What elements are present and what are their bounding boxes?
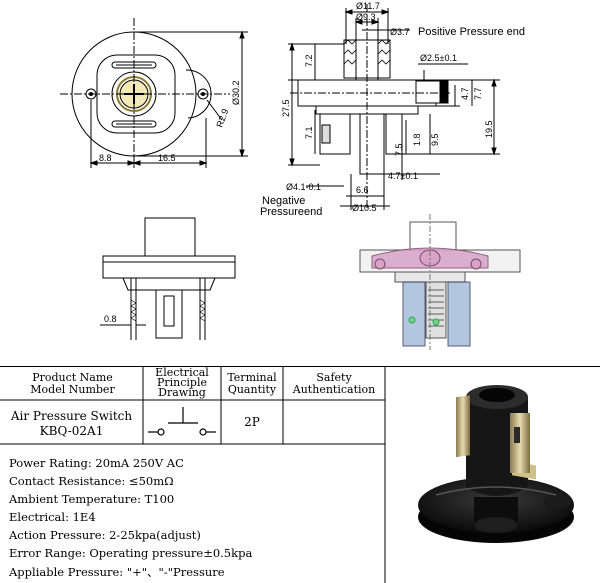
negative-pressure-label-2: Pressureend	[260, 206, 322, 218]
header-safety-line1: Safety	[316, 371, 352, 384]
dim-7-7: 7.7	[473, 87, 483, 100]
dim-19-5: 19.5	[484, 120, 494, 138]
spec-power-rating: Power Rating: 20mA 250V AC	[9, 456, 184, 470]
dim-4-7-tol: 4.7±0.1	[388, 171, 418, 181]
product-photo	[418, 385, 574, 543]
dim-dia-4-1: Ø4.1-0.1	[286, 182, 321, 192]
model-number: KBQ-02A1	[39, 424, 104, 438]
dim-7-1: 7.1	[304, 126, 314, 139]
positive-pressure-label: Positive Pressure end	[418, 26, 525, 38]
header-product-line2: Model Number	[30, 383, 115, 396]
header-safety-line2: Authentication	[292, 383, 376, 396]
dim-0-8: 0.8	[104, 314, 117, 324]
header-elec-line2: Principle	[156, 376, 207, 389]
dim-dia-9-3: Ø9.3	[356, 12, 376, 22]
header-electrical-principle: Electrical Principle Drawing	[144, 366, 220, 399]
header-product-line1: Product Name	[32, 371, 113, 384]
switch-symbol	[148, 407, 216, 436]
dim-16-5: 16.5	[158, 153, 176, 163]
dim-r2-9: R2.9	[214, 107, 230, 128]
spec-appliable-pressure: Appliable Pressure: "+"、"-"Pressure	[9, 565, 225, 579]
dim-dia-10-5: Ø10.5	[352, 203, 377, 213]
header-elec-line3: Drawing	[158, 386, 206, 399]
dim-dia-2-5: Ø2.5±0.1	[420, 53, 457, 63]
header-terminal-line1: Terminal	[227, 371, 277, 384]
dim-7-5: 7.5	[394, 143, 404, 156]
dim-1-8: 1.8	[412, 133, 422, 146]
dim-6-6: 6.6	[356, 185, 369, 195]
section-view	[359, 214, 521, 350]
spec-action-pressure: Action Pressure: 2-25kpa(adjust)	[9, 528, 201, 542]
dim-dia-30-2: Ø30.2	[231, 80, 241, 105]
dim-dia-11-7: Ø11.7	[356, 1, 380, 11]
product-model-cell: Air Pressure Switch KBQ-02A1	[4, 409, 139, 439]
header-elec-line1: Electrical	[155, 366, 209, 379]
dim-9-5: 9.5	[430, 133, 440, 146]
technical-drawing: 8.8 16.5 Ø30.2 R2.9	[60, 1, 525, 350]
negative-pressure-label-1: Negative	[262, 195, 305, 207]
header-safety-authentication: Safety Authentication	[284, 372, 384, 396]
dim-4-7: 4.7	[460, 87, 470, 100]
dim-dia-3-7: Ø3.7	[390, 27, 410, 37]
spec-error-range: Error Range: Operating pressure±0.5kpa	[9, 546, 253, 560]
product-name: Air Pressure Switch	[10, 409, 133, 423]
dim-27-5: 27.5	[281, 99, 291, 117]
spec-ambient-temperature: Ambient Temperature: T100	[9, 492, 175, 506]
side-view	[288, 4, 500, 210]
dim-8-8: 8.8	[99, 153, 112, 163]
header-terminal-quantity: Terminal Quantity	[222, 372, 282, 396]
terminal-quantity-value: 2P	[244, 415, 260, 429]
header-terminal-line2: Quantity	[227, 383, 277, 396]
spec-electrical: Electrical: 1E4	[9, 510, 96, 524]
top-view	[60, 18, 248, 168]
spec-contact-resistance: Contact Resistance: ≤50mΩ	[9, 474, 174, 488]
spec-table-grid	[0, 366, 600, 583]
front-view	[100, 217, 236, 340]
dim-7-2: 7.2	[304, 54, 314, 67]
header-product-name: Product Name Model Number	[10, 372, 135, 396]
